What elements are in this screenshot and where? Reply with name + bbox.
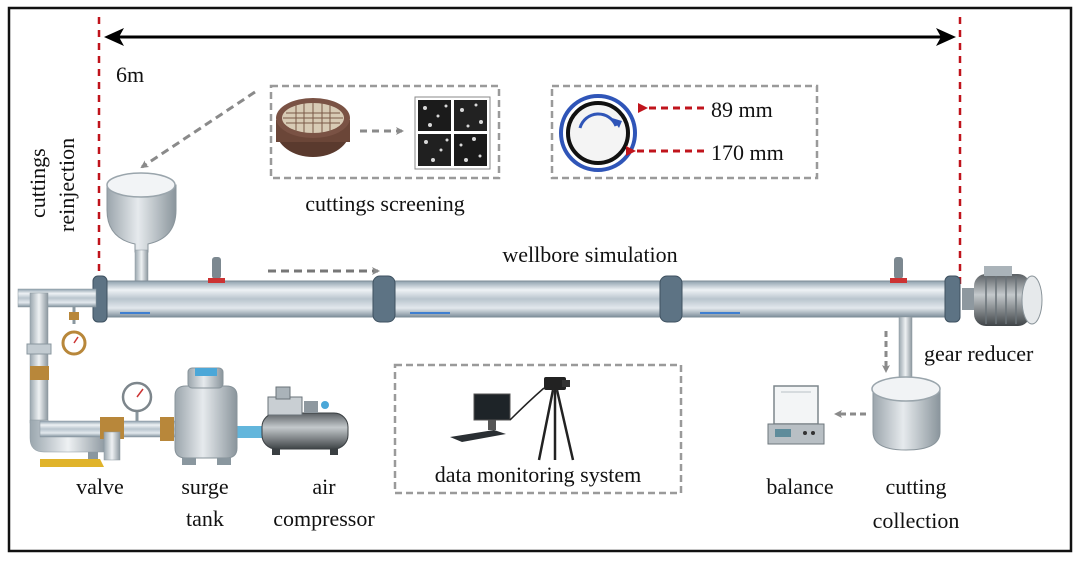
figure-frame <box>7 6 1073 553</box>
air-compressor-label-line2: compressor <box>273 506 375 531</box>
annulus-box <box>550 84 819 180</box>
wellbore-pipe <box>95 280 961 318</box>
pipe-valve-left <box>208 257 225 283</box>
cuttings-reinjection-label-line2: reinjection <box>54 138 79 232</box>
surge-tank-label-line2: tank <box>186 506 224 531</box>
funnel-icon <box>106 172 177 283</box>
outer-diameter-label: 170 mm <box>711 140 784 165</box>
valve-label: valve <box>76 474 124 499</box>
pressure-gauge-icon <box>61 307 87 356</box>
gear-reducer-label: gear reducer <box>924 341 1034 366</box>
dimension-label: 6m <box>116 62 144 87</box>
surge-tank-label-line1: surge <box>181 474 228 499</box>
pipe-couplings <box>92 275 961 323</box>
wellbore-simulation-label: wellbore simulation <box>502 242 677 267</box>
air-compressor-label-line1: air <box>312 474 336 499</box>
cuttings-sample-icon <box>414 96 491 170</box>
data-monitoring-box <box>393 363 683 495</box>
air-compressor-icon <box>261 386 349 455</box>
data-monitoring-label: data monitoring system <box>435 462 642 487</box>
dimension-arrow <box>104 28 956 46</box>
camera-tripod-icon <box>509 377 575 461</box>
cuttings-screening-box <box>269 84 501 180</box>
balance-label: balance <box>766 474 833 499</box>
cuttings-screening-label: cuttings screening <box>305 191 464 216</box>
surge-tank-icon <box>174 367 238 465</box>
cutting-collection-label-line1: cutting <box>885 474 946 499</box>
motor-icon <box>962 266 1043 326</box>
pipe-valve-right <box>890 257 907 283</box>
valve-icon <box>40 452 104 467</box>
inlet-plumbing <box>17 288 266 461</box>
cutting-collection-label-line2: collection <box>873 508 960 533</box>
reinjection-arrow <box>140 90 256 169</box>
sieve-icon <box>276 98 350 157</box>
balance-icon <box>767 385 825 445</box>
pressure-gauge-icon <box>121 381 153 421</box>
computer-icon <box>450 393 511 442</box>
inner-diameter-label: 89 mm <box>711 97 773 122</box>
collector-icon <box>871 316 941 451</box>
annulus-icon <box>559 94 637 172</box>
cuttings-reinjection-label-line1: cuttings <box>25 148 50 218</box>
